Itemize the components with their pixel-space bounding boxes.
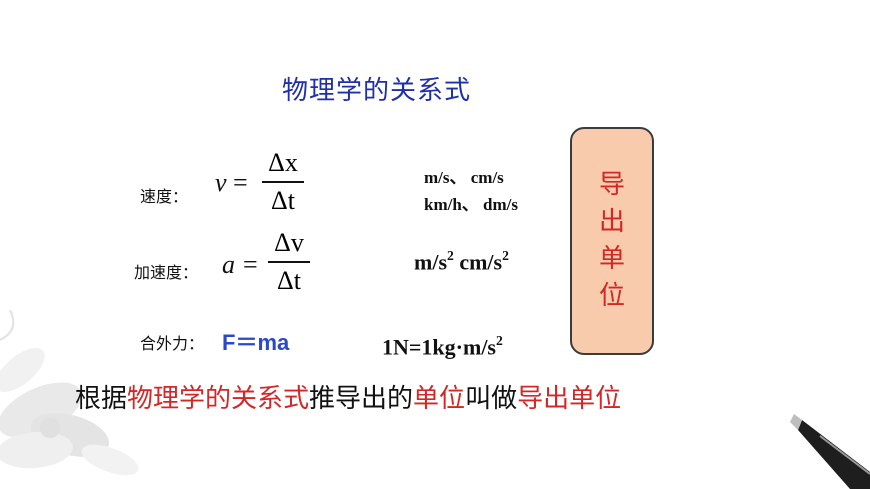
fraction-bar xyxy=(268,261,310,263)
summary-highlight: 导出单位 xyxy=(517,384,622,414)
velocity-units-line1: m/s、 cm/s xyxy=(424,168,504,187)
acceleration-fraction: Δv Δt xyxy=(268,228,310,296)
summary-sentence: 根据物理学的关系式推导出的单位叫做导出单位 xyxy=(75,378,621,415)
derived-unit-char: 单 xyxy=(598,244,625,274)
velocity-units-line2: km/h、 dm/s xyxy=(424,195,518,214)
force-formula: F＝ma xyxy=(222,330,290,355)
summary-highlight: 物理学的关系式 xyxy=(127,384,310,414)
summary-highlight: 单位 xyxy=(413,384,466,414)
derived-unit-char: 位 xyxy=(598,281,625,311)
summary-part: 叫做 xyxy=(465,384,518,414)
brush-decoration xyxy=(790,414,870,489)
page-title: 物理学的关系式 xyxy=(282,76,472,106)
derived-unit-char: 出 xyxy=(598,207,625,237)
derived-unit-box: 导 出 单 位 xyxy=(570,127,654,355)
acceleration-symbol: a xyxy=(222,250,235,279)
summary-part: 推导出的 xyxy=(309,384,414,414)
acceleration-unit-ms-exponent: 2 xyxy=(447,248,454,263)
derived-unit-char: 导 xyxy=(598,170,625,200)
acceleration-numerator: Δv xyxy=(274,228,304,257)
acceleration-unit-cms-exponent: 2 xyxy=(502,248,509,263)
velocity-denominator: Δt xyxy=(271,185,295,215)
fraction-bar xyxy=(262,181,304,183)
velocity-equals: = xyxy=(233,168,248,197)
force-unit: 1N=1kg·m/s2 xyxy=(382,333,503,361)
acceleration-denominator: Δt xyxy=(277,265,301,295)
velocity-label: 速度： xyxy=(140,187,189,206)
force-unit-exponent: 2 xyxy=(496,333,503,348)
acceleration-unit-cms: cm/s xyxy=(459,249,503,275)
acceleration-units: m/s2 cm/s2 xyxy=(414,248,509,276)
summary-part: 根据 xyxy=(75,384,128,414)
velocity-fraction: Δx Δt xyxy=(262,148,304,216)
acceleration-equals: = xyxy=(243,250,258,279)
force-unit-base: 1N=1kg·m/s xyxy=(382,334,496,360)
acceleration-unit-ms: m/s xyxy=(414,249,447,275)
flower-decoration xyxy=(0,309,139,476)
acceleration-label: 加速度： xyxy=(134,263,199,282)
velocity-numerator: Δx xyxy=(268,148,298,177)
force-label: 合外力： xyxy=(140,334,205,353)
velocity-symbol: v xyxy=(215,168,227,197)
